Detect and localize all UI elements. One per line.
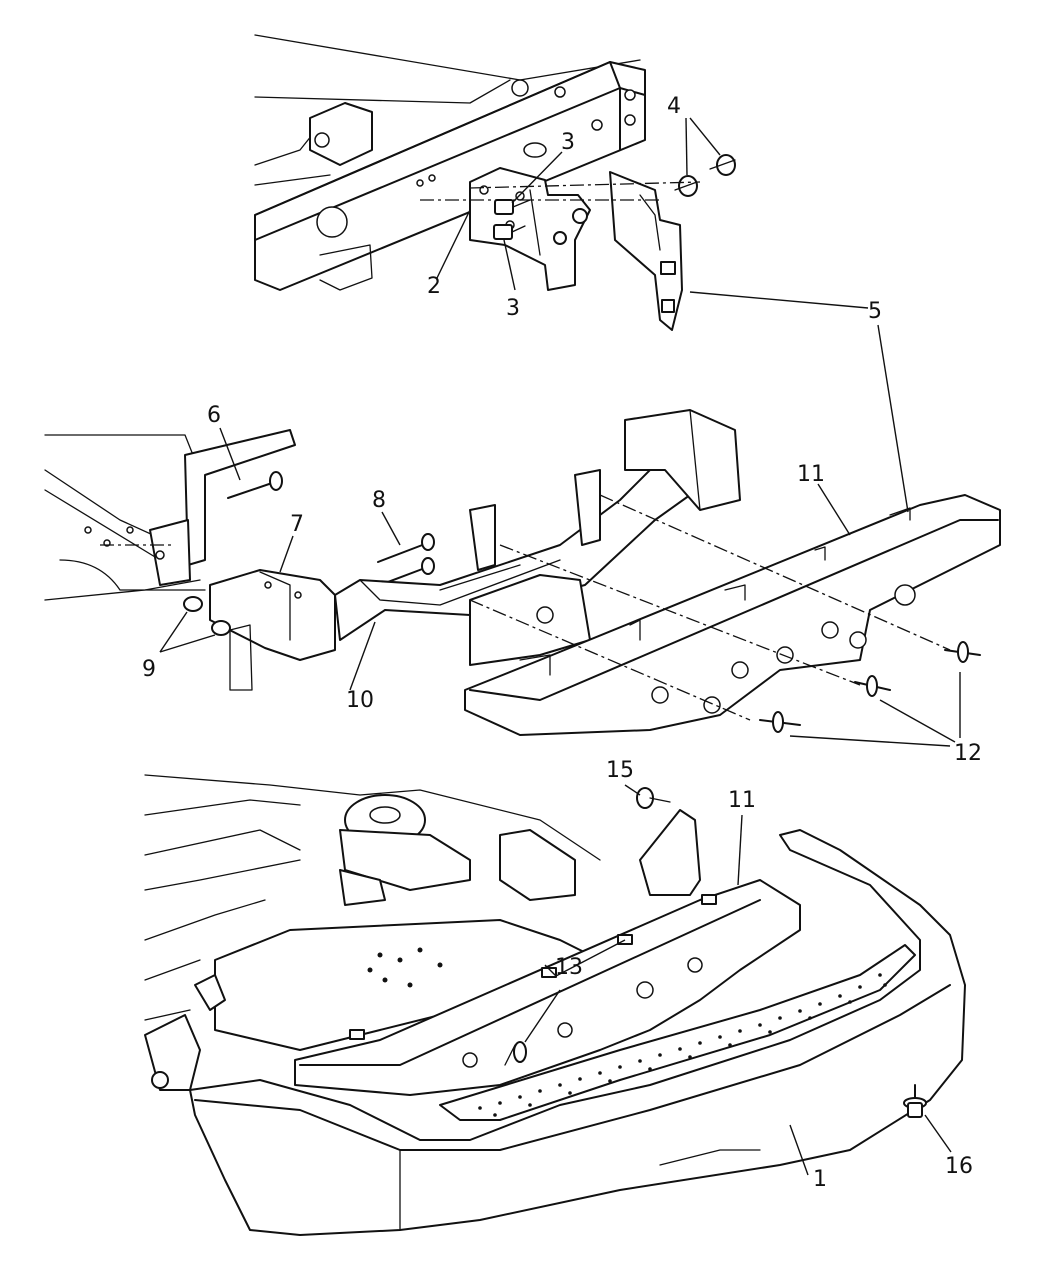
callout-9: 9: [142, 657, 156, 682]
callout-3-lower: 3: [506, 296, 520, 321]
push-pin-fastener: [674, 175, 698, 197]
bottom-bumper-assembly: [144, 774, 966, 1236]
callout-13: 13: [555, 955, 583, 980]
callout-1: 1: [813, 1167, 827, 1192]
rivet: [759, 711, 801, 733]
callout-6: 6: [207, 403, 221, 428]
rivet: [854, 675, 891, 697]
flange-nut: [211, 620, 231, 636]
bolt: [493, 224, 526, 240]
flange-nut: [183, 596, 203, 612]
top-frame-assembly: [254, 34, 736, 331]
callout-12: 12: [954, 741, 982, 766]
callout-10: 10: [346, 688, 374, 713]
callout-8: 8: [372, 488, 386, 513]
callout-2: 2: [427, 274, 441, 299]
callout-3-upper: 3: [561, 130, 575, 155]
screw: [903, 1084, 927, 1118]
step-pad: [439, 944, 916, 1121]
push-pin-fastener: [709, 154, 736, 176]
callout-16: 16: [945, 1154, 973, 1179]
push-pin-fastener: [636, 787, 671, 809]
mounting-bracket: [209, 569, 336, 661]
rivet: [944, 641, 981, 663]
middle-hitch-assembly: [44, 409, 1001, 736]
leader-lines: [159, 117, 961, 1176]
push-pin-fastener: [504, 1041, 527, 1066]
callout-4: 4: [667, 94, 681, 119]
bumper-fascia: [189, 829, 966, 1236]
callout-7: 7: [290, 512, 304, 537]
hanger-bracket: [609, 171, 683, 331]
bolt: [377, 533, 435, 563]
callout-15: 15: [606, 758, 634, 783]
callout-5-upper: 5: [868, 299, 882, 324]
callout-11-bottom: 11: [728, 788, 756, 813]
callout-11-middle: 11: [797, 462, 825, 487]
bolt: [227, 471, 283, 499]
